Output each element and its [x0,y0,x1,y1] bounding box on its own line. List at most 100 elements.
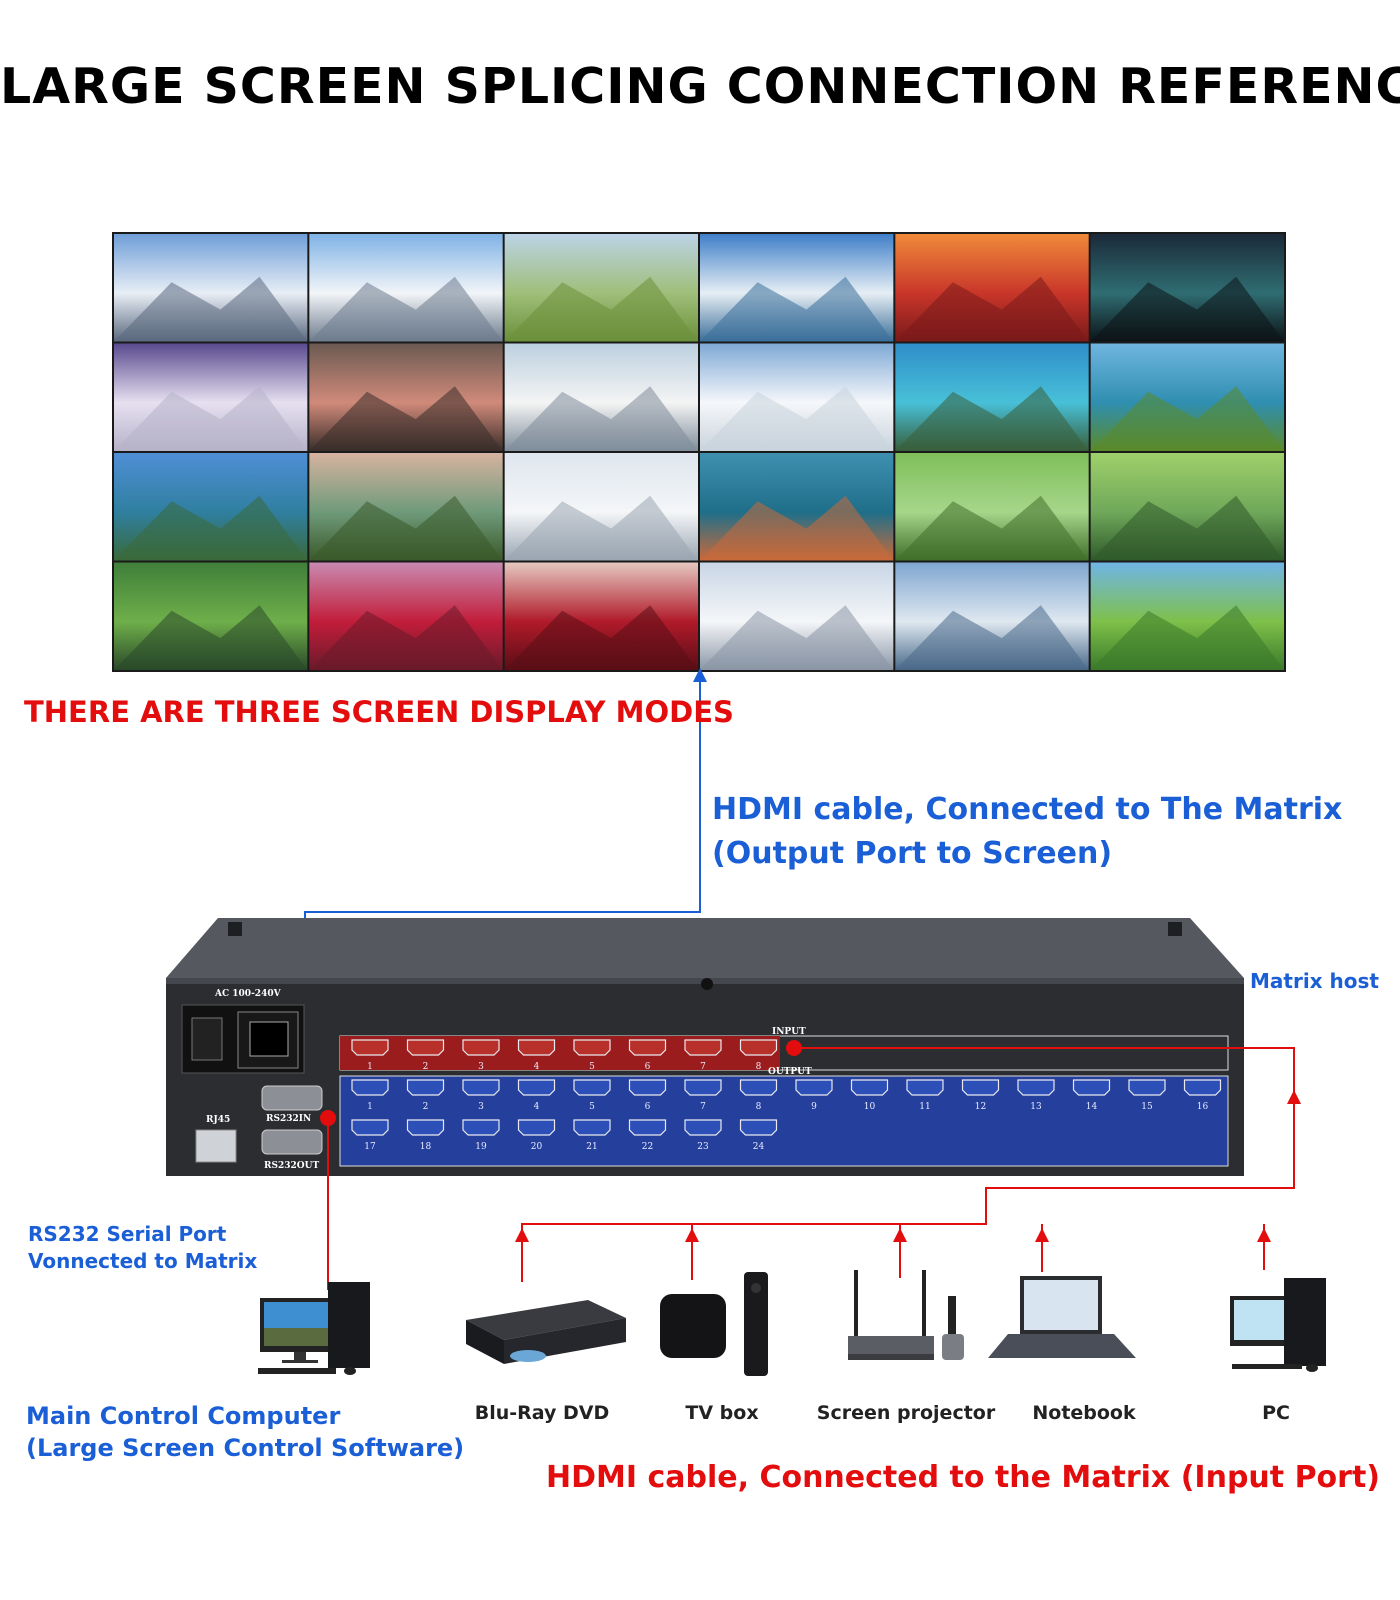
output-hdmi-port[interactable] [351,1079,389,1096]
matrix-host-chassis: AC 100-240V RS232IN RS232OUT RJ45 INPUT … [166,918,1244,1176]
output-hdmi-port[interactable] [573,1119,611,1136]
bluray-dvd-icon [466,1300,626,1364]
input-hdmi-port-number: 6 [645,1062,651,1072]
output-hdmi-port[interactable] [795,1079,833,1096]
output-hdmi-port[interactable] [573,1079,611,1096]
wall-tile-scenery [1090,605,1284,670]
output-hdmi-port[interactable] [850,1079,889,1096]
output-cable-label-line1: HDMI cable, Connected to The Matrix [712,792,1343,827]
input-hdmi-port-number: 8 [756,1062,762,1072]
main-computer-label-line2: (Large Screen Control Software) [26,1434,465,1462]
output-hdmi-port-number: 2 [423,1102,429,1112]
wall-tile-scenery [700,495,894,561]
output-hdmi-port[interactable] [906,1079,944,1096]
output-hdmi-port[interactable] [1128,1079,1166,1096]
input-hdmi-port[interactable] [517,1039,556,1056]
output-hdmi-port-number: 23 [697,1142,709,1152]
output-hdmi-port[interactable] [517,1079,556,1096]
output-hdmi-port-number: 1 [367,1102,373,1112]
notebook-icon [988,1276,1136,1358]
output-hdmi-port-number: 6 [645,1102,651,1112]
output-hdmi-port[interactable] [628,1079,667,1096]
device-label-notebook: Notebook [1032,1402,1136,1424]
wall-tile-scenery [504,276,698,342]
arrow-tvbox-icon [685,1228,699,1242]
input-hdmi-port[interactable] [739,1039,778,1056]
wall-tile-scenery [895,605,1089,670]
output-hdmi-port-number: 11 [919,1102,930,1112]
rs232-label-line2: Vonnected to Matrix [28,1249,258,1273]
output-hdmi-port-number: 14 [1086,1102,1098,1112]
arrow-notebook-icon [1035,1228,1049,1242]
output-hdmi-port[interactable] [1017,1079,1055,1096]
output-hdmi-port[interactable] [517,1119,556,1136]
screen-projector-icon [848,1270,964,1360]
display-modes-text: THERE ARE THREE SCREEN DISPLAY MODES [24,695,734,729]
page-title: LARGE SCREEN SPLICING CONNECTION REFEREN… [0,58,1400,115]
output-hdmi-port[interactable] [462,1079,500,1096]
main-computer-label-line1: Main Control Computer [26,1402,341,1430]
wall-tile-scenery [700,386,894,451]
rs232out-port[interactable] [261,1129,323,1155]
rj45-port[interactable] [195,1129,237,1163]
output-hdmi-port-number: 7 [700,1102,706,1112]
input-hdmi-port[interactable] [684,1039,722,1056]
power-switch[interactable] [191,1017,223,1061]
wall-tile-scenery [1090,276,1284,342]
wall-tile-scenery [309,495,503,561]
output-hdmi-port-number: 4 [534,1102,540,1112]
output-hdmi-port[interactable] [351,1119,389,1136]
output-hdmi-port-number: 18 [420,1142,432,1152]
output-hdmi-port[interactable] [961,1079,1000,1096]
matrix-host-label: Matrix host [1250,969,1379,993]
output-hdmi-port[interactable] [684,1119,722,1136]
output-hdmi-port[interactable] [684,1079,722,1096]
wall-tile-scenery [1090,495,1284,561]
wall-tile-scenery [114,495,308,561]
output-hdmi-port-number: 8 [756,1102,762,1112]
rs232-label-line1: RS232 Serial Port [28,1222,227,1246]
output-hdmi-port[interactable] [406,1079,445,1096]
output-hdmi-port-number: 3 [478,1102,484,1112]
output-hdmi-port[interactable] [406,1119,445,1136]
output-hdmi-port-number: 12 [975,1102,986,1112]
input-hdmi-port[interactable] [406,1039,445,1056]
output-hdmi-port-number: 19 [475,1142,487,1152]
wall-tile-scenery [309,276,503,342]
input-hdmi-port[interactable] [351,1039,389,1056]
device-label-pc: PC [1262,1402,1290,1424]
wall-tile-scenery [114,386,308,451]
input-label: INPUT [772,1027,806,1037]
output-hdmi-port-number: 13 [1030,1102,1042,1112]
input-hdmi-port[interactable] [573,1039,611,1056]
rs232in-port[interactable] [261,1085,323,1111]
output-hdmi-port[interactable] [1183,1079,1222,1096]
device-label-projector: Screen projector [816,1402,996,1424]
input-hdmi-port-number: 5 [589,1062,595,1072]
input-hdmi-port[interactable] [462,1039,500,1056]
output-hdmi-port[interactable] [628,1119,667,1136]
output-hdmi-port[interactable] [462,1119,500,1136]
output-hdmi-port-number: 22 [642,1142,653,1152]
output-hdmi-port[interactable] [739,1079,778,1096]
input-arrow-up-icon [1287,1090,1301,1104]
rs232out-label: RS232OUT [264,1161,319,1171]
rs232in-label: RS232IN [266,1114,311,1124]
output-cable-label-line2: (Output Port to Screen) [712,836,1113,871]
main-computer-icon [258,1282,370,1375]
input-hdmi-port-number: 2 [423,1062,429,1072]
input-hdmi-port[interactable] [628,1039,667,1056]
arrow-projector-icon [893,1228,907,1242]
output-hdmi-port-number: 20 [531,1142,543,1152]
wall-tile-scenery [114,605,308,670]
wall-tile-scenery [504,495,698,561]
output-hdmi-port[interactable] [1072,1079,1111,1096]
arrow-pc-icon [1257,1228,1271,1242]
output-hdmi-port[interactable] [739,1119,778,1136]
tv-box-icon [660,1272,768,1376]
pc-icon [1230,1278,1326,1372]
wall-tile-scenery [309,386,503,451]
wall-tile-scenery [114,276,308,342]
wall-tile-scenery [895,495,1089,561]
